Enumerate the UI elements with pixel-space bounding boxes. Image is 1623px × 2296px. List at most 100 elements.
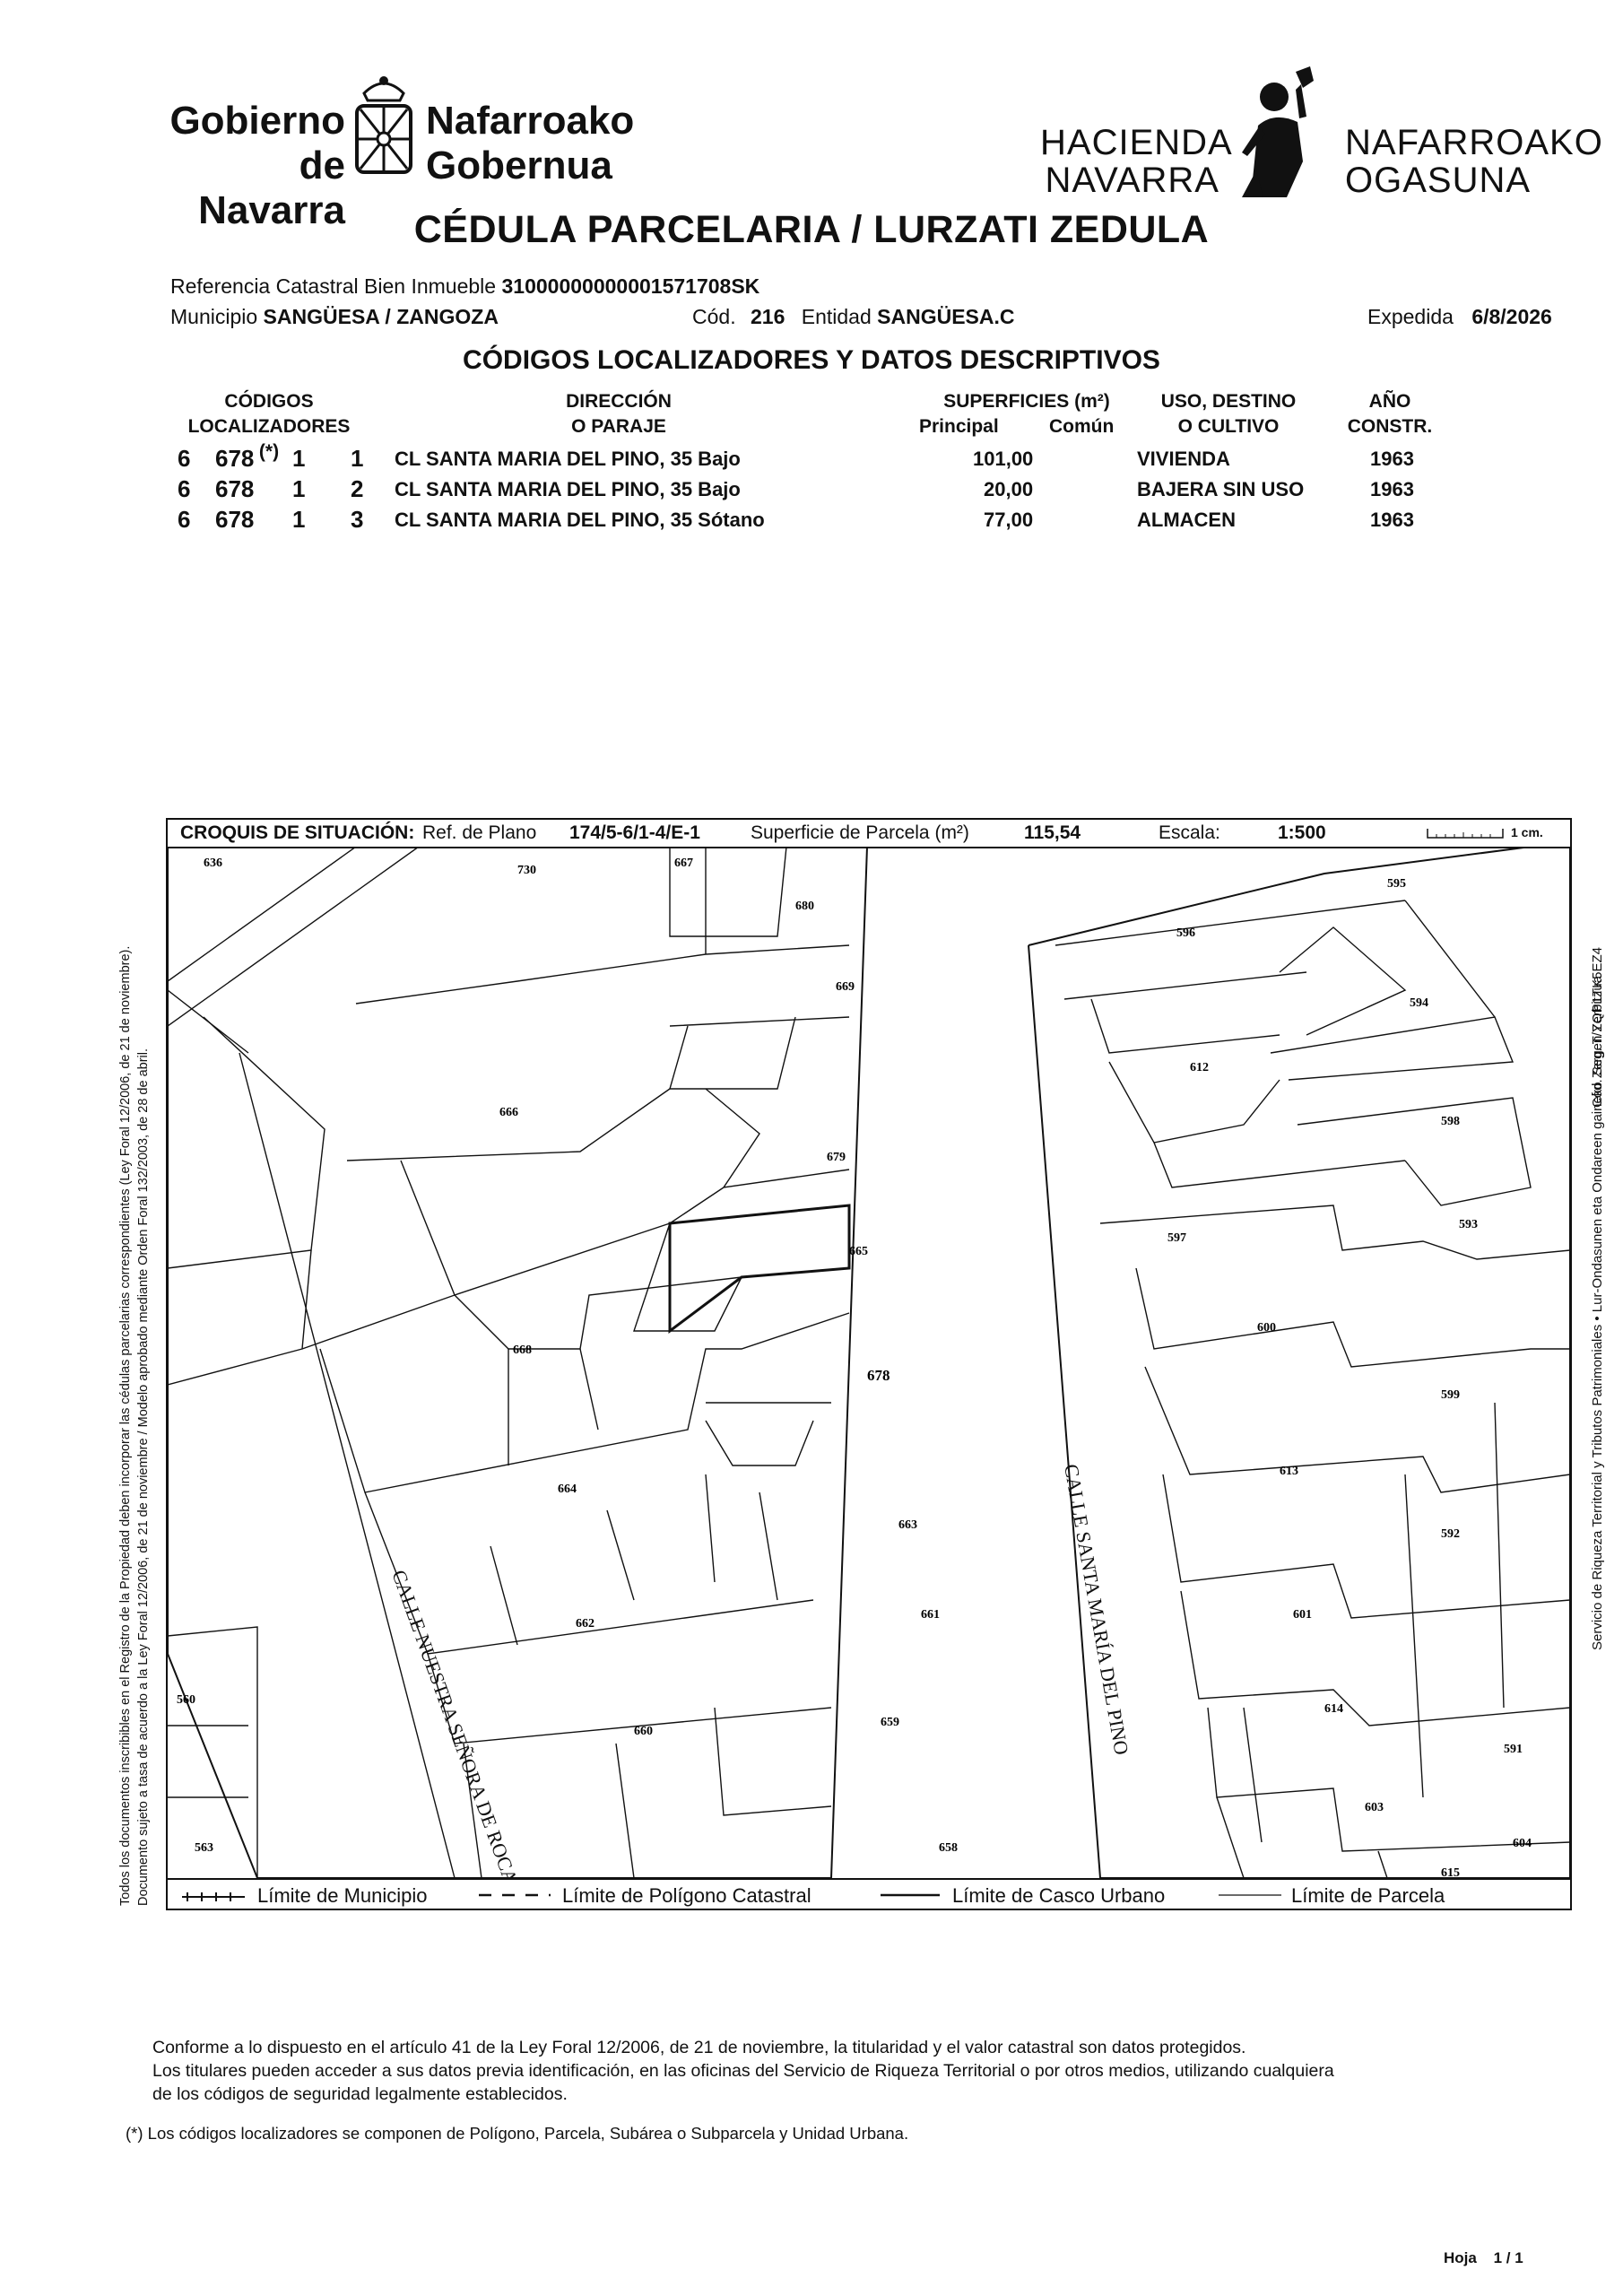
th-ano-2: CONSTR.	[1347, 416, 1433, 437]
parcel-label: 664	[558, 1483, 577, 1496]
parcel-label: 666	[499, 1106, 518, 1119]
th-uso-2: O CULTIVO	[1177, 416, 1280, 437]
th-codigos: CÓDIGOS LOCALIZADORES (*)	[179, 389, 359, 465]
th-comun: Común	[1049, 416, 1115, 437]
parcel-label: 595	[1387, 877, 1406, 891]
municipio-line: Municipio SANGÜESA / ZANGOZA	[170, 305, 499, 329]
parcel-label: 613	[1280, 1465, 1298, 1478]
legend-municipio: Límite de Municipio	[257, 1884, 428, 1907]
legend-poligono: Límite de Polígono Catastral	[562, 1884, 812, 1907]
parcel-label: 662	[576, 1617, 595, 1631]
parcel-label: 599	[1441, 1388, 1460, 1402]
th-ano-1: AÑO	[1368, 391, 1411, 412]
parcel-label: 667	[674, 857, 693, 870]
row-superficie: 77,00	[984, 509, 1034, 531]
th-uso: USO, DESTINO O CULTIVO	[1139, 389, 1318, 439]
ref-value: 31000000000001571708SK	[501, 274, 760, 298]
table-row: 6 678 1 2 CL SANTA MARIA DEL PINO, 35 Ba…	[0, 475, 1623, 506]
side-text-left: Todos los documentos inscribibles en el …	[117, 946, 152, 1906]
row-direccion: CL SANTA MARIA DEL PINO, 35 Sótano	[395, 509, 765, 531]
parcel-label: 679	[827, 1151, 846, 1164]
parcel-label: 594	[1410, 996, 1428, 1010]
parcel-label: 593	[1459, 1218, 1478, 1231]
parcel-label: 636	[204, 857, 222, 870]
code-poligono: 6	[178, 506, 191, 533]
code-subarea: 1	[292, 506, 306, 533]
code-parcela: 678	[215, 475, 255, 502]
parcel-label: 614	[1324, 1702, 1343, 1716]
legal-notice-2: Los titulares pueden acceder a sus datos…	[152, 2061, 1334, 2081]
parcel-label: 596	[1176, 926, 1195, 940]
legend-casco: Límite de Casco Urbano	[952, 1884, 1166, 1907]
legal-notice: Conforme a lo dispuesto en el artículo 4…	[152, 2036, 1480, 2106]
street-rocamador: CALLE NUESTRA SEÑORA DE ROCAMADOR	[387, 1567, 547, 1878]
parcel-label: 603	[1365, 1801, 1384, 1814]
ent-value: SANGÜESA.C	[877, 305, 1015, 328]
parcel-label: 604	[1513, 1837, 1532, 1850]
legend-parcela-icon	[1219, 1894, 1281, 1896]
mun-label: Municipio	[170, 305, 258, 328]
parcel-label: 658	[939, 1841, 958, 1855]
parcel-label: 661	[921, 1608, 940, 1622]
mun-value: SANGÜESA / ZANGOZA	[263, 305, 499, 328]
row-uso: ALMACEN	[1137, 509, 1236, 531]
hacienda-navarra-logo: HACIENDA NAVARRA NAFARROAKO OGASUNA	[1040, 63, 1602, 199]
th-direccion-1: DIRECCIÓN	[566, 391, 672, 412]
code-parcela: 678	[215, 506, 255, 533]
table-row: 6 678 1 1 CL SANTA MARIA DEL PINO, 35 Ba…	[0, 445, 1623, 475]
th-direccion: DIRECCIÓN O PARAJE	[502, 389, 735, 439]
code-subarea: 1	[292, 445, 306, 472]
gov-line2: de Navarra	[198, 144, 345, 232]
hacienda-figure-icon	[1242, 66, 1314, 197]
cod-entidad-line: Cód. 216 Entidad SANGÜESA.C	[692, 305, 1015, 329]
gov-eus2: Gobernua	[426, 144, 612, 187]
parcel-label: 597	[1167, 1231, 1186, 1245]
legend-poligono-icon	[479, 1893, 551, 1897]
map-legend: Límite de Municipio Límite de Polígono C…	[168, 1878, 1570, 1910]
parcel-label: 680	[795, 900, 814, 913]
legal-notice-1: Conforme a lo dispuesto en el artículo 4…	[152, 2038, 1246, 2057]
row-direccion: CL SANTA MARIA DEL PINO, 35 Bajo	[395, 448, 741, 470]
parcel-label: 730	[517, 864, 536, 877]
ref-label: Referencia Catastral Bien Inmueble	[170, 274, 497, 298]
scale-bar-icon	[1427, 829, 1504, 839]
plano-value: 174/5-6/1-4/E-1	[569, 822, 700, 843]
row-superficie: 20,00	[984, 478, 1034, 500]
scale-unit: 1 cm.	[1511, 825, 1543, 839]
hac-eus2: OGASUNA	[1345, 161, 1532, 200]
parcel-label: 592	[1441, 1527, 1460, 1541]
row-superficie: 101,00	[973, 448, 1034, 470]
croquis-label: CROQUIS DE SITUACIÓN:	[180, 822, 415, 843]
navarra-shield-icon	[355, 76, 412, 174]
page-title: CÉDULA PARCELARIA / LURZATI ZEDULA	[413, 208, 1210, 251]
street-santa-maria: CALLE SANTA MARÍA DEL PINO	[1060, 1463, 1133, 1757]
parcel-label: 601	[1293, 1608, 1312, 1622]
cadastral-map: CALLE NUESTRA SEÑORA DE ROCAMADOR CALLE …	[168, 847, 1570, 1878]
croquis-frame: CROQUIS DE SITUACIÓN: Ref. de Plano 174/…	[166, 818, 1572, 1910]
code-poligono: 6	[178, 475, 191, 502]
th-ano: AÑO CONSTR.	[1327, 389, 1453, 439]
plano-label: Ref. de Plano	[422, 822, 537, 843]
th-principal: Principal	[919, 416, 999, 437]
escala-label: Escala:	[1159, 822, 1220, 843]
hac-eus1: NAFARROAKO	[1345, 123, 1603, 162]
hoja-label: Hoja	[1444, 2249, 1477, 2266]
gov-eus1: Nafarroako	[426, 99, 635, 143]
code-poligono: 6	[178, 445, 191, 472]
parcel-label: 563	[195, 1841, 213, 1855]
row-ano: 1963	[1370, 478, 1414, 500]
cod-label: Cód.	[692, 305, 736, 328]
row-ano: 1963	[1370, 509, 1414, 531]
sup-parcela-label: Superficie de Parcela (m²)	[751, 822, 969, 843]
exp-label: Expedida	[1367, 305, 1454, 328]
parcel-label: 612	[1190, 1061, 1209, 1074]
row-uso: BAJERA SIN USO	[1137, 478, 1305, 500]
hoja-value: 1 / 1	[1493, 2249, 1523, 2266]
th-codigos-2: LOCALIZADORES (*)	[187, 416, 351, 462]
croquis-header: CROQUIS DE SITUACIÓN: Ref. de Plano 174/…	[168, 820, 1570, 848]
code-parcela: 678	[215, 445, 255, 472]
code-unidad: 3	[351, 506, 364, 533]
ent-label: Entidad	[801, 305, 872, 328]
table-row: 6 678 1 3 CL SANTA MARIA DEL PINO, 35 Só…	[0, 506, 1623, 536]
code-subarea: 1	[292, 475, 306, 502]
